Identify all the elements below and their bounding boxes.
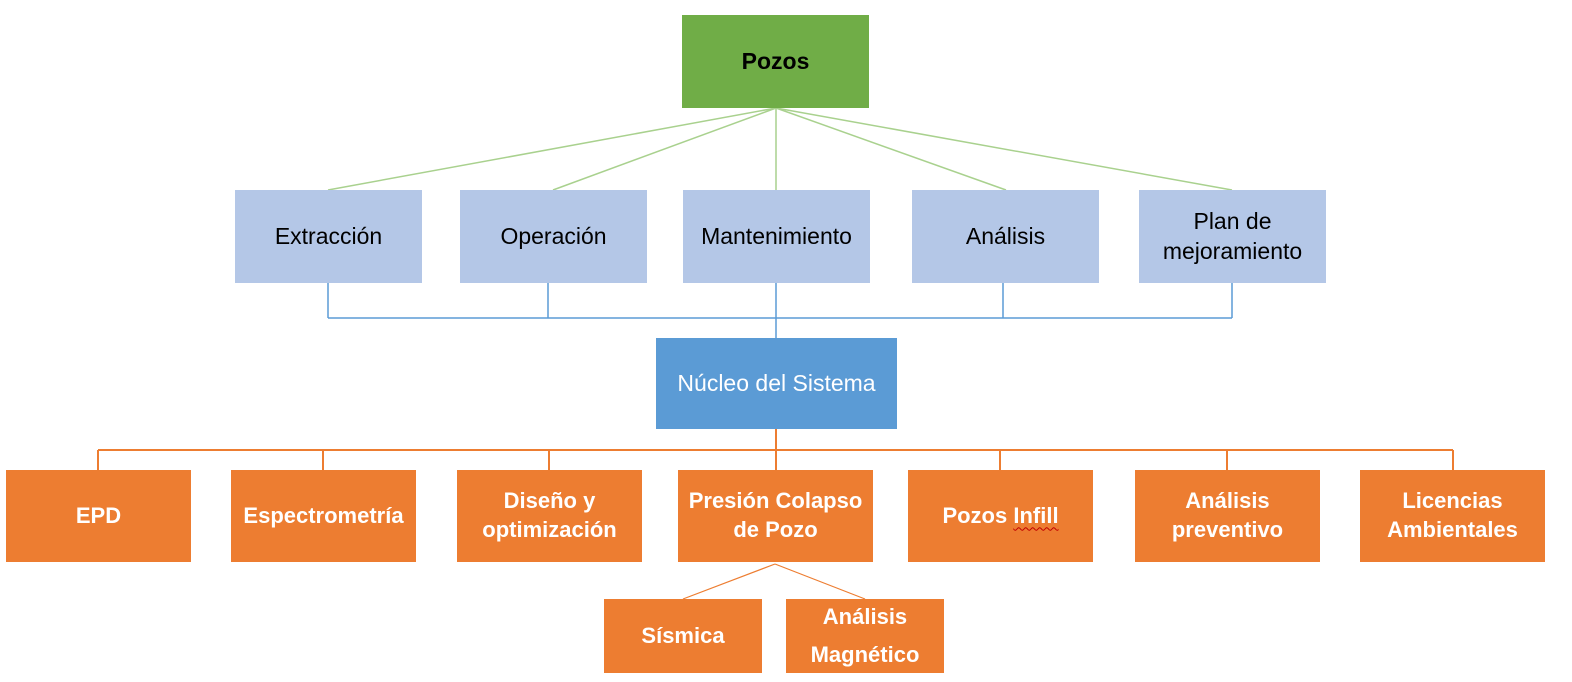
- module-pozos-infill-label-prefix: Pozos: [942, 502, 1014, 528]
- module-presion-colapso-de-pozo: Presión Colapso de Pozo: [678, 470, 873, 562]
- module-connectors: [97, 429, 1454, 470]
- submodule-connectors: [682, 563, 866, 600]
- module-espectrometria: Espectrometría: [231, 470, 416, 562]
- category-connectors: [327, 283, 1233, 338]
- category-analisis: Análisis: [912, 190, 1099, 283]
- category-mantenimiento: Mantenimiento: [683, 190, 870, 283]
- category-plan-de-mejoramiento: Plan de mejoramiento: [1139, 190, 1326, 283]
- root-connectors: [327, 107, 1233, 191]
- submodule-analisis-magnetico: Análisis Magnético: [786, 599, 944, 673]
- core-node-nucleo-del-sistema: Núcleo del Sistema: [656, 338, 897, 429]
- category-operacion: Operación: [460, 190, 647, 283]
- module-licencias-ambientales: Licencias Ambientales: [1360, 470, 1545, 562]
- module-diseno-y-optimizacion: Diseño y optimización: [457, 470, 642, 562]
- root-node-pozos: Pozos: [682, 15, 869, 108]
- module-pozos-infill-label-flagged: Infill: [1013, 502, 1059, 528]
- module-epd: EPD: [6, 470, 191, 562]
- category-extraccion: Extracción: [235, 190, 422, 283]
- module-analisis-preventivo: Análisis preventivo: [1135, 470, 1320, 562]
- submodule-sismica: Sísmica: [604, 599, 762, 673]
- module-pozos-infill: Pozos Infill: [908, 470, 1093, 562]
